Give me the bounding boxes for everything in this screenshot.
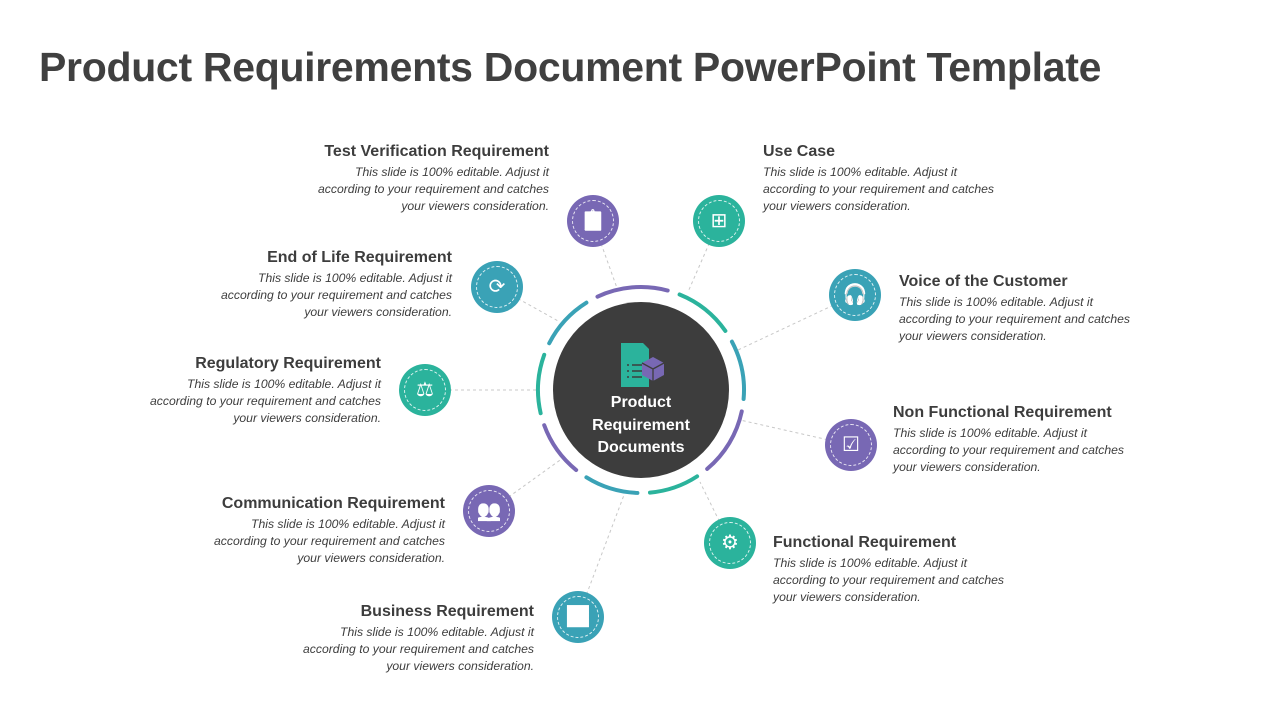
ring-segment — [729, 339, 746, 401]
node-circle: 📊 — [552, 591, 604, 643]
clipboard-chart-icon: 📊 — [565, 606, 591, 628]
node-circle: 🎧 — [829, 269, 881, 321]
item-description: This slide is 100% editable. Adjust it a… — [302, 625, 534, 673]
dashed-ring — [536, 285, 746, 495]
item-description: This slide is 100% editable. Adjust it a… — [899, 295, 1131, 343]
item-title: Test Verification Requirement — [324, 143, 549, 160]
node-circle: 👥 — [463, 485, 515, 537]
ring-segment — [677, 292, 728, 333]
center-label-line2: Requirement — [592, 416, 690, 434]
ring-segment — [595, 285, 670, 299]
item-description: This slide is 100% editable. Adjust it a… — [213, 517, 445, 565]
item-description: This slide is 100% editable. Adjust it a… — [763, 165, 995, 213]
headset-icon: 🎧 — [842, 284, 868, 306]
ring-segment — [647, 474, 700, 495]
node-circle: 📋 — [567, 195, 619, 247]
item-description: This slide is 100% editable. Adjust it a… — [220, 271, 452, 319]
hierarchy-icon: ⊞ — [710, 210, 728, 232]
item-title: Communication Requirement — [221, 495, 445, 512]
box-cycle-icon: ⟳ — [488, 276, 506, 298]
ring-segment — [705, 409, 744, 471]
item-description: This slide is 100% editable. Adjust it a… — [149, 377, 381, 425]
node-circle: ⚖ — [399, 364, 451, 416]
item-title: Use Case — [763, 143, 836, 160]
ring-segment — [584, 475, 640, 495]
item-title: End of Life Requirement — [267, 249, 452, 266]
center-label-line1: Product — [610, 394, 672, 411]
people-network-icon: 👥 — [476, 500, 502, 522]
item-title: Voice of the Customer — [899, 273, 1068, 290]
ring-segment — [542, 423, 579, 473]
ring-segment — [547, 300, 589, 346]
node-circle: ⚙ — [704, 517, 756, 569]
ring-segment — [536, 352, 547, 416]
center-hub: Product Requirement Documents — [553, 302, 729, 478]
node-circle: ⊞ — [693, 195, 745, 247]
item-title: Regulatory Requirement — [195, 355, 381, 372]
center-label-line3: Documents — [597, 439, 685, 456]
page-title: Product Requirements Document PowerPoint… — [39, 44, 1102, 90]
node-circle: ⟳ — [471, 261, 523, 313]
item-description: This slide is 100% editable. Adjust it a… — [317, 165, 549, 213]
item-description: This slide is 100% editable. Adjust it a… — [893, 426, 1125, 474]
item-title: Business Requirement — [360, 603, 534, 620]
item-title: Non Functional Requirement — [893, 404, 1112, 421]
node-circle: ☑ — [825, 419, 877, 471]
document-gavel-icon: ⚖ — [416, 379, 434, 401]
item-title: Functional Requirement — [773, 534, 957, 551]
document-cube-icon — [621, 343, 665, 387]
checklist-gear-icon: ⚙ — [721, 532, 739, 554]
item-description: This slide is 100% editable. Adjust it a… — [773, 556, 1005, 604]
clipboard-icon: 📋 — [580, 210, 606, 232]
checklist-pen-icon: ☑ — [842, 434, 860, 456]
